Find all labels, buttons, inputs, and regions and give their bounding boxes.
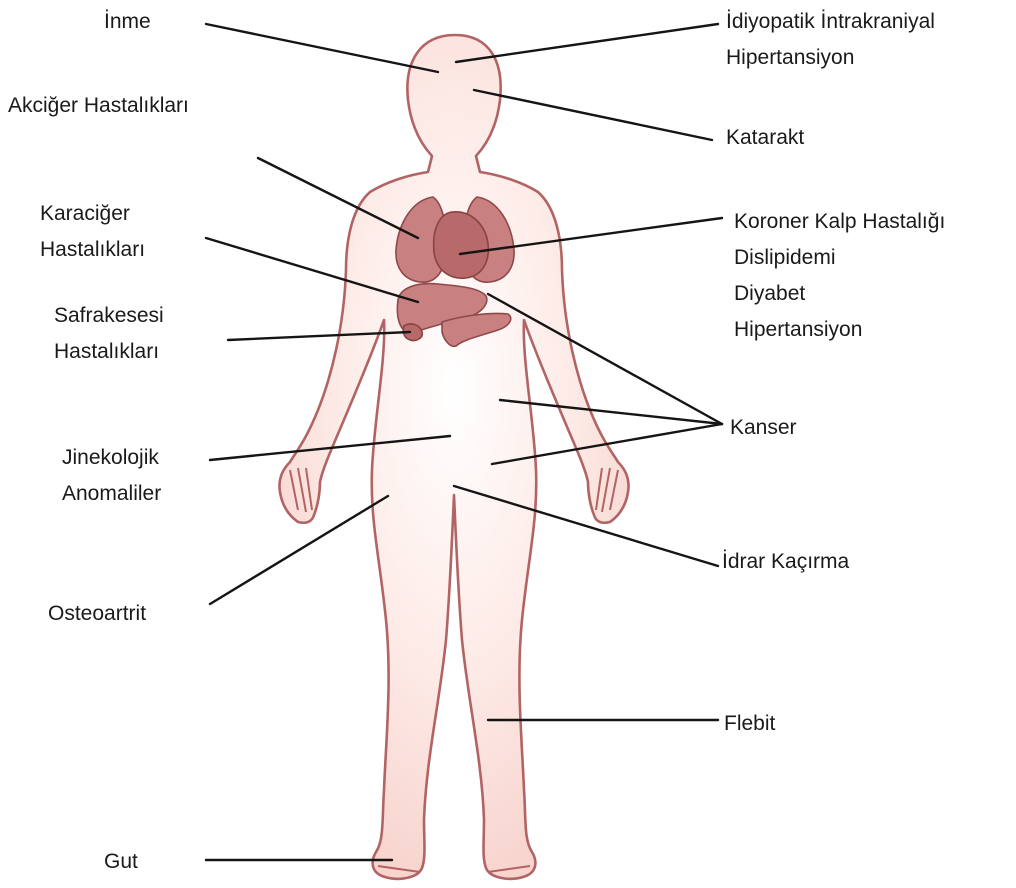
label-cardiometabolic: Koroner Kalp Hastalığı Dislipidemi Diyab… bbox=[734, 204, 945, 348]
label-idiopathic-intracranial-hypertension: İdiyopatik İntrakraniyal Hipertansiyon bbox=[726, 4, 935, 76]
label-urinary-incontinence: İdrar Kaçırma bbox=[722, 544, 849, 580]
label-gallbladder-diseases: Safrakesesi Hastalıkları bbox=[54, 298, 164, 370]
label-lung-diseases: Akciğer Hastalıkları bbox=[8, 88, 189, 124]
label-stroke: İnme bbox=[104, 4, 151, 40]
label-liver-diseases: Karaciğer Hastalıkları bbox=[40, 196, 145, 268]
body-silhouette bbox=[279, 35, 628, 879]
label-cancer: Kanser bbox=[730, 410, 797, 446]
leader-stroke bbox=[206, 24, 438, 72]
label-osteoarthritis: Osteoartrit bbox=[48, 596, 146, 632]
label-gynecologic-anomalies: Jinekolojik Anomaliler bbox=[62, 440, 161, 512]
label-phlebitis: Flebit bbox=[724, 706, 775, 742]
label-gout: Gut bbox=[104, 844, 138, 880]
label-cataract: Katarakt bbox=[726, 120, 804, 156]
leader-cancer-2 bbox=[500, 400, 722, 424]
leader-idiopathic bbox=[456, 24, 718, 62]
leader-cataract bbox=[474, 90, 712, 140]
